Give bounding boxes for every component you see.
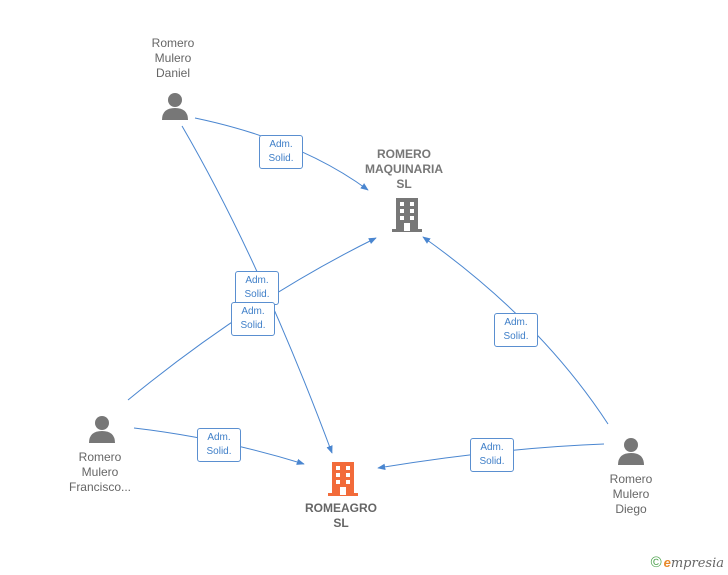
person-icon [618,438,644,465]
node-label-maquinaria[interactable]: ROMERO MAQUINARIA SL [365,147,443,191]
node-label-diego[interactable]: Romero Mulero Diego [609,472,653,516]
node-label-romeagro[interactable]: ROMEAGRO SL [305,501,377,530]
node-label-francisco[interactable]: Romero Mulero Francisco... [68,450,131,494]
edge-label-daniel-romeagro: Adm. Solid. [235,271,279,305]
edge-label-daniel-maquinaria: Adm. Solid. [259,135,303,169]
building-icon [392,198,422,232]
copyright-symbol: © [650,554,662,571]
brand-logo[interactable]: ©empresia [651,554,724,571]
edge-label-francisco-romeagro: Adm. Solid. [197,428,241,462]
person-icon [89,416,115,443]
brand-name: mpresia [670,556,724,571]
person-icon [162,93,188,120]
building-icon [328,462,358,496]
brand-name-initial: e [663,555,671,570]
edge-label-diego-romeagro: Adm. Solid. [470,438,514,472]
edge-label-francisco-maquinaria: Adm. Solid. [231,302,275,336]
edge-label-diego-maquinaria: Adm. Solid. [494,313,538,347]
node-label-daniel[interactable]: Romero Mulero Daniel [151,36,195,80]
